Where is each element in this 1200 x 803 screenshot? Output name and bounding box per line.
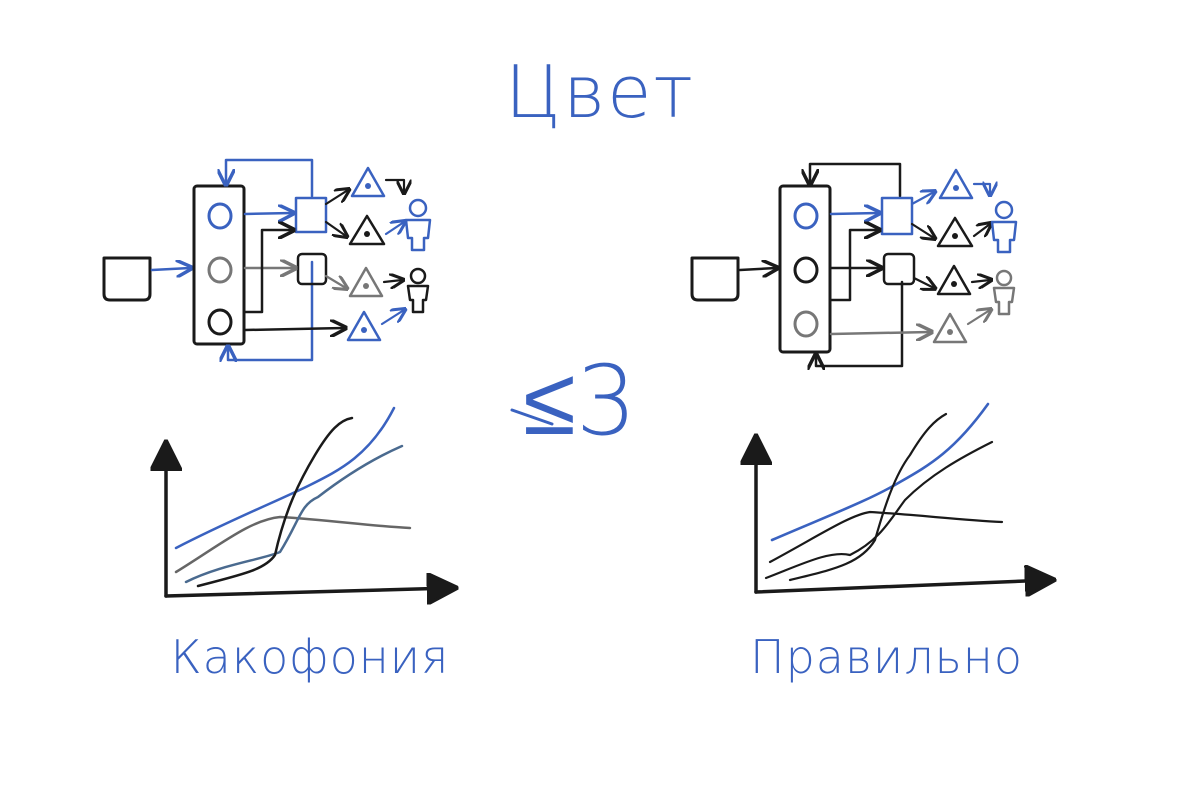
series-line <box>788 412 948 582</box>
circle-icon <box>207 202 233 230</box>
triangle-eye-icon <box>348 266 384 298</box>
process-box <box>778 184 832 354</box>
person-icon <box>992 269 1016 316</box>
circle-icon <box>793 256 819 284</box>
chart-cacophony <box>164 406 452 596</box>
series-line <box>196 416 354 588</box>
database-icon <box>102 256 152 302</box>
database-icon <box>690 256 740 302</box>
person-icon <box>990 200 1018 254</box>
triangle-eye-icon <box>938 168 974 200</box>
circle-icon <box>793 310 819 338</box>
triangle-eye-icon <box>346 310 382 342</box>
circle-icon <box>207 308 233 336</box>
person-icon <box>406 267 430 314</box>
series-line <box>768 510 1004 564</box>
process-box <box>192 184 246 346</box>
x-axis <box>164 588 452 596</box>
triangle-eye-icon <box>936 264 972 296</box>
caption-cacophony: Какофония <box>170 630 450 684</box>
square-icon <box>294 196 328 234</box>
caption-correct: Правильно <box>750 630 1023 684</box>
diagram-correct <box>690 162 1018 366</box>
series-line <box>174 515 412 574</box>
triangle-eye-icon <box>350 166 386 198</box>
chart-correct <box>754 402 1050 592</box>
circle-icon <box>207 256 233 284</box>
diagram-cacophony <box>102 158 432 360</box>
square-icon <box>882 252 916 286</box>
series-line <box>174 406 396 550</box>
x-axis <box>754 580 1050 592</box>
triangle-eye-icon <box>936 216 974 248</box>
page-title: Цвет <box>505 50 695 134</box>
triangle-eye-icon <box>932 312 968 344</box>
square-icon <box>296 252 328 286</box>
triangle-eye-icon <box>348 214 386 246</box>
series-line <box>770 402 990 542</box>
leq-stroke <box>510 408 554 426</box>
comparison-symbol: ≤3 <box>523 345 637 457</box>
circle-icon <box>793 202 819 230</box>
person-icon <box>404 198 432 252</box>
series-line <box>764 440 994 580</box>
series-line <box>184 444 404 584</box>
square-icon <box>880 196 914 236</box>
